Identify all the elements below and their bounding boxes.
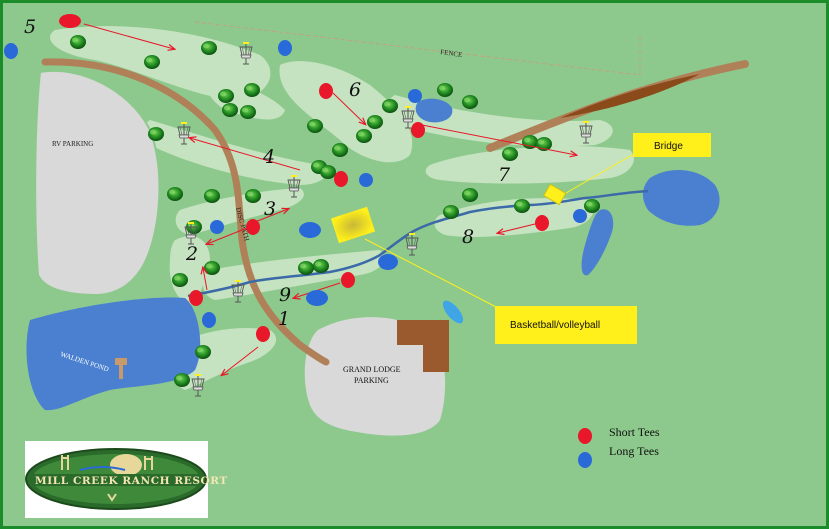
bridge-callout-line <box>565 154 633 194</box>
basketball-callout-label: Basketball/volleyball <box>510 320 600 331</box>
hole-number: 8 <box>462 226 474 248</box>
grand-lodge-building-wing <box>423 320 449 372</box>
rv-parking-lot <box>34 69 161 297</box>
road-northeast-shadow <box>560 74 700 118</box>
grand-lodge-parking-lot <box>304 317 446 436</box>
bridge <box>543 183 567 206</box>
hole-number: 3 <box>264 198 276 220</box>
short-tees <box>59 14 549 342</box>
bridge-callout-label: Bridge <box>654 141 683 152</box>
dock <box>115 358 127 365</box>
hole-number: 5 <box>24 16 36 38</box>
hole-number: 4 <box>262 146 275 168</box>
logo-text: MILL CREEK RANCH RESORT <box>35 475 228 487</box>
mill-creek <box>187 189 649 298</box>
south-pond <box>581 209 614 276</box>
legend-long-tees-label: Long Tees <box>609 444 659 458</box>
hole-number: 9 <box>279 284 291 306</box>
flight-arrows <box>83 23 576 375</box>
grand-lodge-label: GRAND LODGE <box>343 365 401 374</box>
resort-logo: MILL CREEK RANCH RESORT <box>25 441 228 518</box>
parking-label: PARKING <box>354 376 389 385</box>
hole-number: 1 <box>278 308 290 330</box>
bridge-callout-box <box>633 133 711 157</box>
walden-pond <box>26 297 201 411</box>
east-pond <box>642 169 720 226</box>
legend-short-tee-marker <box>578 428 592 444</box>
hole-number: 2 <box>185 243 198 265</box>
basketball-callout-line <box>364 238 499 309</box>
legend-long-tee-marker <box>578 452 592 468</box>
fence-label: FENCE <box>440 48 463 59</box>
dock-post <box>119 365 123 379</box>
small-pond-blue <box>442 300 464 324</box>
long-tees <box>4 40 587 328</box>
hole-number: 7 <box>498 164 511 186</box>
basketball-court <box>330 206 376 244</box>
small-pond-north <box>415 98 453 123</box>
rv-parking-label: RV PARKING <box>52 140 93 148</box>
basketball-callout-box <box>495 306 637 344</box>
hole-numbers: 1 2 3 4 5 6 7 8 9 <box>24 16 511 330</box>
fence-line <box>194 21 641 76</box>
disc-path-road <box>41 58 330 366</box>
hole-number: 6 <box>349 79 361 101</box>
legend: Short Tees Long Tees <box>578 425 660 468</box>
legend-short-tees-label: Short Tees <box>609 425 660 439</box>
